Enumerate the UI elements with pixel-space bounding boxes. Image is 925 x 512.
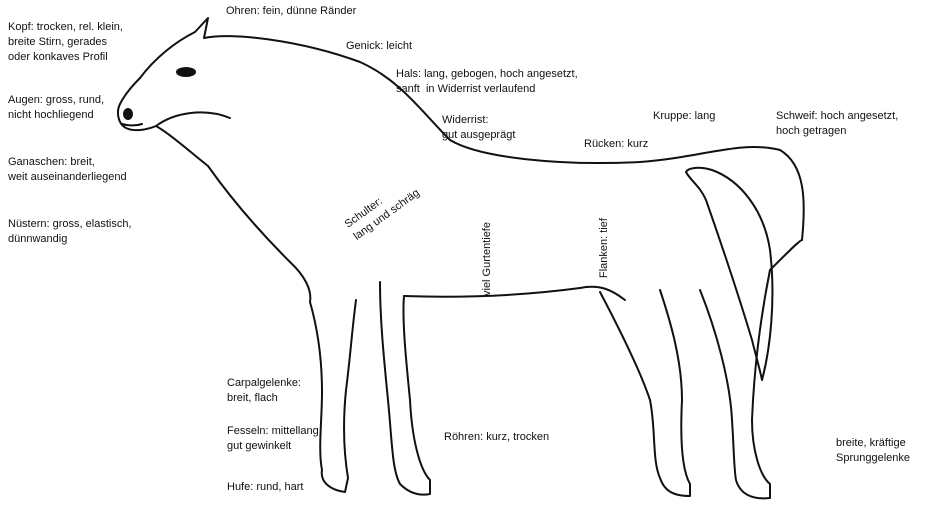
label-kopf: Kopf: trocken, rel. klein, breite Stirn,… bbox=[8, 20, 123, 65]
horse-jaw bbox=[156, 112, 230, 126]
horse-front-leg-far bbox=[380, 282, 430, 495]
label-augen: Augen: gross, rund, nicht hochliegend bbox=[8, 93, 104, 123]
horse-mouth bbox=[122, 124, 142, 126]
horse-hind-leg-far bbox=[700, 270, 770, 498]
horse-tail bbox=[686, 168, 772, 380]
label-sprunggelenke: breite, kräftige Sprunggelenke bbox=[836, 436, 910, 466]
label-nuestern: Nüstern: gross, elastisch, dünnwandig bbox=[8, 217, 132, 247]
label-fesseln: Fesseln: mittellang, gut gewinkelt bbox=[227, 424, 322, 454]
horse-nostril bbox=[124, 109, 132, 119]
label-roehren: Röhren: kurz, trocken bbox=[444, 430, 549, 445]
horse-front-leg-near bbox=[310, 300, 356, 492]
label-gurtentiefe: viel Gurtentiefe bbox=[480, 222, 495, 296]
label-ohren: Ohren: fein, dünne Ränder bbox=[226, 4, 356, 19]
label-kruppe: Kruppe: lang bbox=[653, 109, 715, 124]
label-schweif: Schweif: hoch angesetzt, hoch getragen bbox=[776, 109, 898, 139]
horse-buttock bbox=[770, 240, 802, 270]
label-ruecken: Rücken: kurz bbox=[584, 137, 648, 152]
label-carpalgelenke: Carpalgelenke: breit, flach bbox=[227, 376, 301, 406]
horse-eye bbox=[177, 68, 195, 76]
label-widerrist: Widerrist: gut ausgeprägt bbox=[442, 113, 515, 143]
label-ganaschen: Ganaschen: breit, weit auseinanderliegen… bbox=[8, 155, 127, 185]
horse-throat bbox=[208, 166, 310, 302]
label-genick: Genick: leicht bbox=[346, 39, 412, 54]
horse-hind-leg-near bbox=[600, 290, 690, 496]
label-hufe: Hufe: rund, hart bbox=[227, 480, 303, 495]
label-hals: Hals: lang, gebogen, hoch angesetzt, san… bbox=[396, 67, 578, 97]
label-flanken: Flanken: tief bbox=[597, 218, 612, 278]
